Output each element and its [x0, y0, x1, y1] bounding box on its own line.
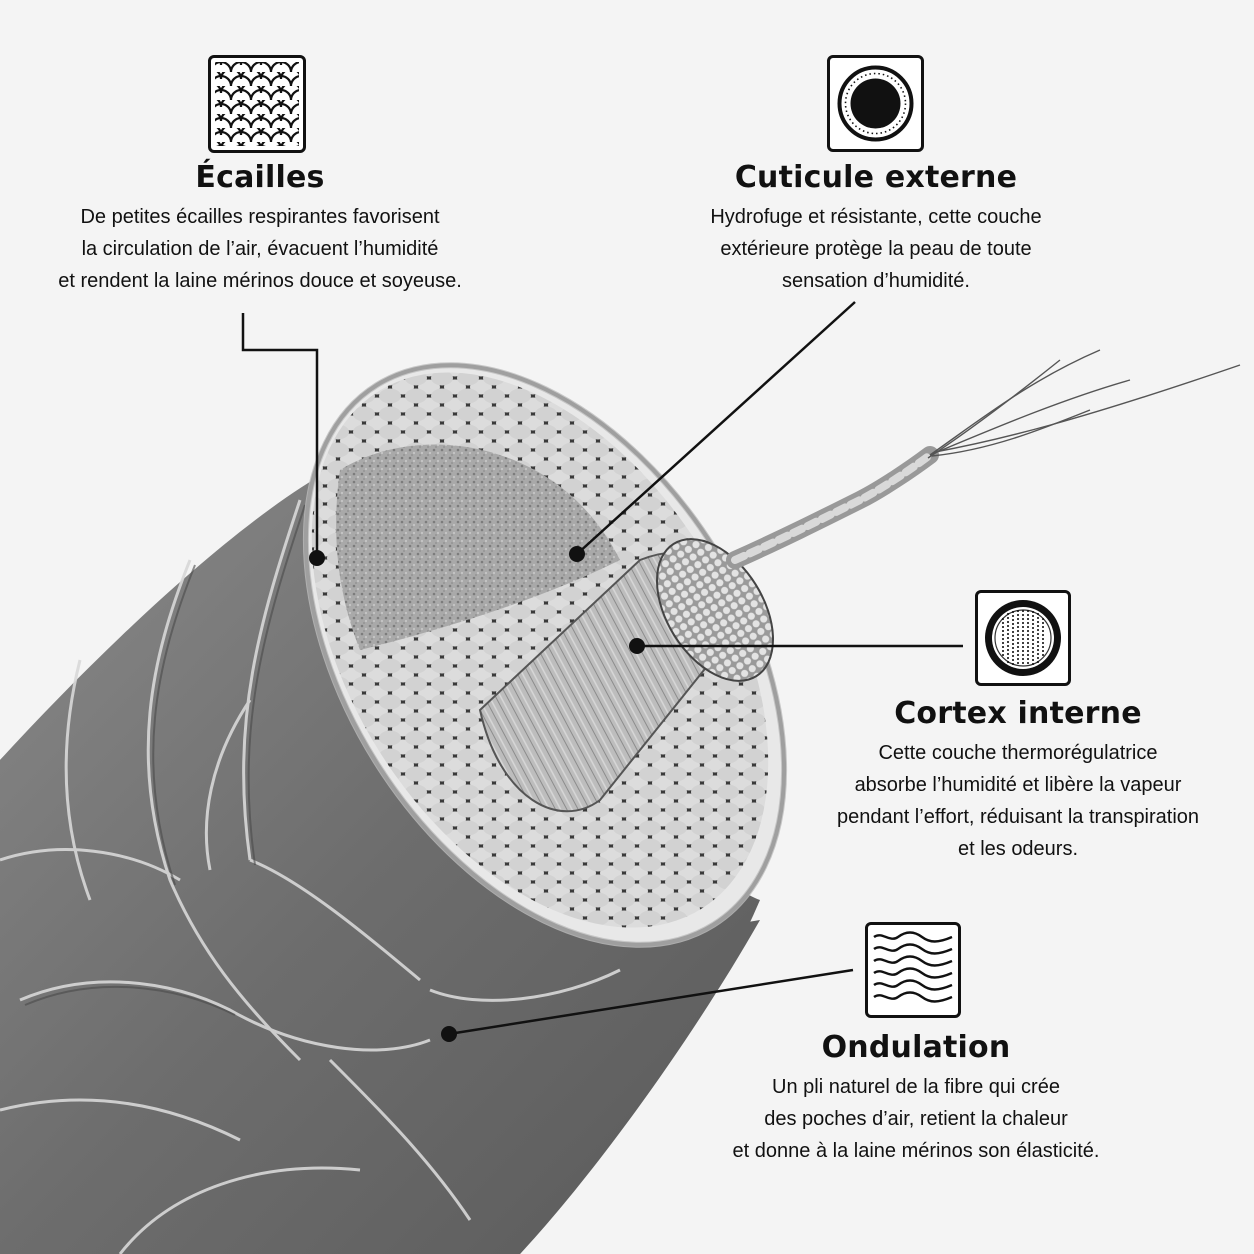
crimp-callout: Ondulation Un pli naturel de la fibre qu…	[706, 1030, 1126, 1167]
cuticle-line-1: Hydrofuge et résistante, cette couche	[710, 206, 1042, 228]
cuticle-ring-icon	[827, 55, 924, 152]
scales-callout: Écailles De petites écailles respirantes…	[20, 160, 500, 297]
cuticle-description: Hydrofuge et résistante, cette couche ex…	[656, 201, 1096, 297]
scales-line-3: et rendent la laine mérinos douce et soy…	[58, 270, 462, 292]
scales-leader-line	[241, 313, 319, 558]
cortex-line-1: Cette couche thermorégulatrice	[878, 742, 1158, 764]
cortex-description: Cette couche thermorégulatrice absorbe l…	[818, 737, 1218, 865]
cuticle-line-3: sensation d’humidité.	[782, 270, 970, 292]
crimp-title: Ondulation	[821, 1030, 1011, 1065]
scales-line-1: De petites écailles respirantes favorise…	[80, 206, 440, 228]
crimp-line-2: des poches d’air, retient la chaleur	[764, 1108, 1068, 1130]
cortex-marker-dot	[629, 638, 645, 654]
crimp-leader-line	[448, 968, 854, 1036]
cuticle-line-2: extérieure protège la peau de toute	[720, 238, 1032, 260]
cortex-line-4: et les odeurs.	[957, 838, 1079, 860]
cortex-title: Cortex interne	[894, 696, 1142, 731]
scales-marker-dot	[309, 550, 325, 566]
cortex-callout: Cortex interne Cette couche thermorégula…	[818, 696, 1218, 865]
crimp-line-3: et donne à la laine mérinos son élastici…	[732, 1140, 1100, 1162]
scales-description: De petites écailles respirantes favorise…	[20, 201, 500, 297]
scales-pattern-icon	[208, 55, 306, 153]
cuticle-leader-line	[576, 301, 856, 555]
scales-line-2: la circulation de l’air, évacuent l’humi…	[81, 238, 439, 260]
cortex-line-2: absorbe l’humidité et libère la vapeur	[854, 774, 1182, 796]
cuticle-title: Cuticule externe	[734, 160, 1018, 195]
wave-pattern-icon	[865, 922, 961, 1018]
crimp-marker-dot	[441, 1026, 457, 1042]
scales-title: Écailles	[195, 160, 325, 195]
cortex-line-3: pendant l’effort, réduisant la transpira…	[836, 806, 1200, 828]
crimp-description: Un pli naturel de la fibre qui crée des …	[706, 1071, 1126, 1167]
crimp-line-1: Un pli naturel de la fibre qui crée	[772, 1076, 1060, 1098]
cuticle-marker-dot	[569, 546, 585, 562]
cortex-fibers-icon	[975, 590, 1071, 686]
cuticle-callout: Cuticule externe Hydrofuge et résistante…	[656, 160, 1096, 297]
